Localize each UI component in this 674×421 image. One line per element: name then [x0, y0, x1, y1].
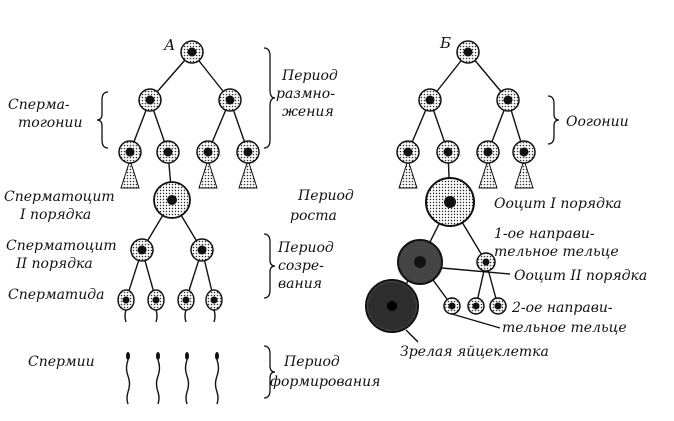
spermatid-cell — [205, 289, 223, 323]
label-oogonia: Оогонии — [566, 114, 629, 130]
primary-oocyte-cell — [425, 177, 475, 227]
sperm-cell — [125, 352, 131, 405]
spermatogonium-cell — [156, 140, 180, 164]
label-period-maturation-line1: Период — [277, 240, 334, 256]
formation-brace — [263, 345, 276, 399]
spermatogonium-cell — [218, 88, 242, 112]
spermatogonium-cell — [118, 140, 142, 189]
egg-leader-line — [405, 329, 419, 343]
panel-a: А — [4, 36, 260, 405]
secondary-oocyte-cell — [397, 239, 443, 285]
oogonium-cell — [418, 88, 442, 112]
spermatid-cell — [177, 289, 195, 323]
label-period-formation-line1: Период — [283, 354, 340, 370]
label-period-multiplication-line3: жения — [282, 104, 334, 120]
label-spermatocyte2-line2: II порядка — [15, 256, 93, 272]
label-polar-body2-line2: тельное тельце — [502, 320, 627, 336]
polar-body2-leader-line — [451, 313, 501, 329]
spermatid-cell — [117, 289, 135, 323]
maturation-brace — [263, 233, 276, 299]
label-oocyte1: Ооцит I порядка — [494, 196, 622, 212]
label-period-multiplication-line1: Период — [281, 68, 338, 84]
label-spermatid: Сперматида — [8, 287, 104, 303]
label-oocyte2: Ооцит II порядка — [514, 268, 647, 284]
label-period-growth-line1: Период — [297, 188, 354, 204]
label-spermatogonia-line2: тогонии — [18, 115, 82, 131]
label-mature-egg: Зрелая яйцеклетка — [400, 344, 549, 360]
sperm-cell — [155, 352, 161, 405]
secondary-spermatocyte-cell — [130, 238, 154, 262]
label-spermatocyte2-line1: Сперматоцит — [6, 238, 117, 254]
sperm-cell — [214, 352, 220, 405]
panel-b: Б — [365, 34, 647, 360]
label-period-multiplication-line2: размно- — [276, 86, 335, 102]
primary-spermatocyte-cell — [153, 181, 191, 219]
oogonium-cell — [396, 140, 420, 189]
oogonia-brace — [547, 95, 560, 145]
oogonium-cell — [456, 40, 480, 64]
mature-egg-cell — [365, 279, 419, 333]
first-polar-body-cell — [476, 252, 496, 272]
spermatogonium-cell — [180, 40, 204, 64]
spermatogonia-brace — [96, 91, 109, 149]
second-polar-body-cell — [443, 297, 461, 315]
oogonium-cell — [512, 140, 536, 189]
period-labels: Период размно- жения Период роста Период… — [263, 47, 380, 399]
spermatogonium-cell — [196, 140, 220, 189]
spermatogonium-cell — [138, 88, 162, 112]
label-period-formation-line2: формирования — [270, 374, 380, 390]
panel-b-letter: Б — [439, 34, 451, 52]
spermatogonium-cell — [236, 140, 260, 189]
spermatid-cell — [147, 289, 165, 323]
label-spermatogonia-line1: Сперма- — [8, 97, 70, 113]
panel-a-letter: А — [163, 36, 175, 54]
oogonium-cell — [476, 140, 500, 189]
label-period-growth-line2: роста — [290, 208, 337, 224]
label-spermatocyte1-line2: I порядка — [19, 207, 91, 223]
second-polar-body-cell — [467, 297, 485, 315]
sperm-cell — [184, 352, 190, 405]
secondary-spermatocyte-cell — [190, 238, 214, 262]
label-polar-body1-line1: 1-ое направи- — [494, 226, 595, 242]
oogonium-cell — [436, 140, 460, 164]
label-polar-body1-line2: тельное тельце — [494, 244, 619, 260]
label-period-maturation-line2: созре- — [278, 258, 324, 274]
multiplication-brace — [263, 47, 276, 149]
oogonium-cell — [496, 88, 520, 112]
label-spermatocyte1-line1: Сперматоцит — [4, 189, 115, 205]
oocyte2-leader-line — [441, 267, 511, 275]
second-polar-body-cell — [489, 297, 507, 315]
label-sperm: Спермии — [28, 354, 95, 370]
label-period-maturation-line3: вания — [278, 276, 322, 292]
label-polar-body2-line1: 2-ое направи- — [511, 300, 613, 316]
